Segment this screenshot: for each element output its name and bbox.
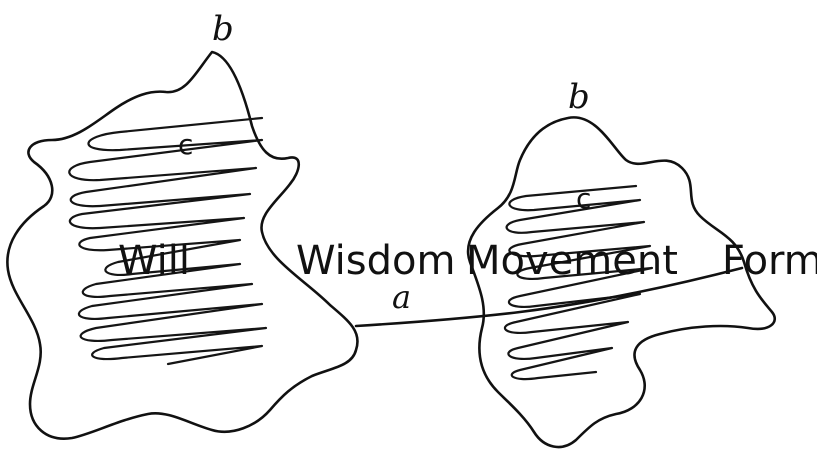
label-form: Form (722, 238, 817, 284)
left-inner-letter: c (178, 128, 193, 161)
label-will: Will (118, 238, 190, 284)
label-movement: Movement (466, 238, 678, 284)
right-top-letter: b (568, 77, 590, 117)
right-inner-letter: c (576, 182, 591, 215)
label-wisdom: Wisdom (296, 238, 455, 284)
left-top-letter: b (212, 9, 234, 49)
